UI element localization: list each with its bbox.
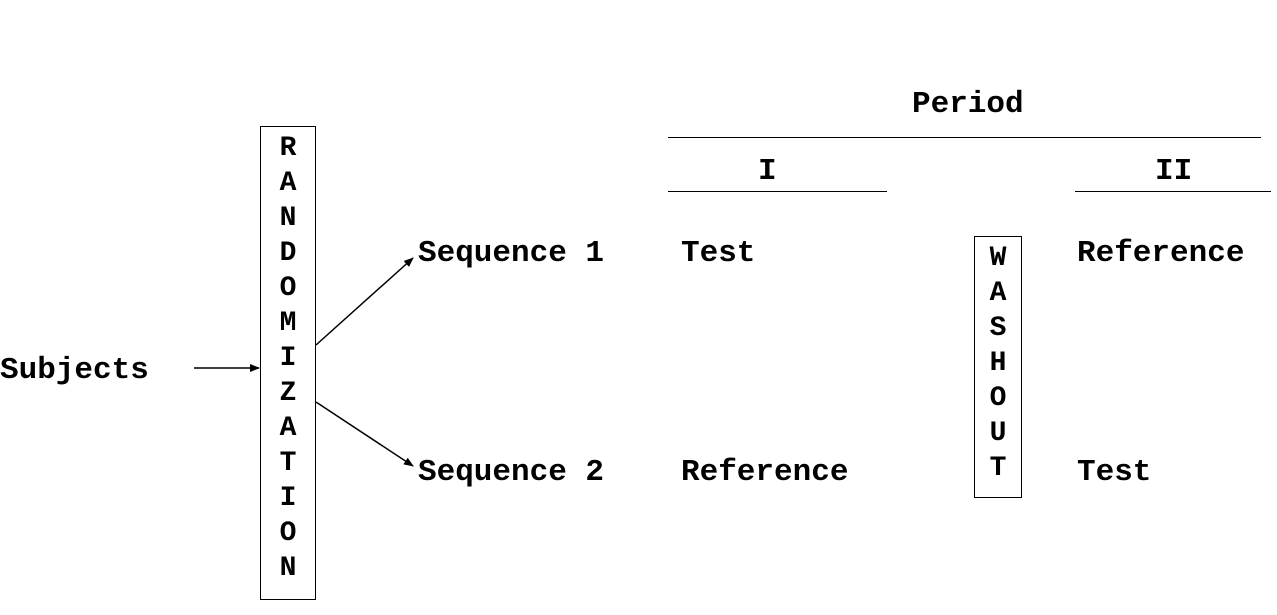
sequence-1-period-one: Test xyxy=(681,236,756,271)
period-two-label: II xyxy=(1155,154,1193,189)
sequence-2-period-one: Reference xyxy=(681,455,849,490)
period-rule xyxy=(668,137,1261,138)
subjects-label: Subjects xyxy=(0,353,149,388)
sequence-1-arrow xyxy=(315,257,414,346)
period-title: Period xyxy=(912,87,1024,122)
period-one-label: I xyxy=(758,154,777,189)
sequence-1-label: Sequence 1 xyxy=(418,236,605,271)
period-two-rule xyxy=(1075,191,1271,192)
washout-box xyxy=(974,236,1022,498)
sequence-2-period-two: Test xyxy=(1077,455,1152,490)
randomization-box xyxy=(260,126,316,600)
sequence-1-period-two: Reference xyxy=(1077,236,1245,271)
sequence-2-label: Sequence 2 xyxy=(418,455,605,490)
washout-label: W A S H O U T xyxy=(989,243,1007,484)
sequence-2-arrow xyxy=(315,401,414,467)
randomization-label: R A N D O M I Z A T I O N xyxy=(279,133,297,584)
period-one-rule xyxy=(668,191,887,192)
